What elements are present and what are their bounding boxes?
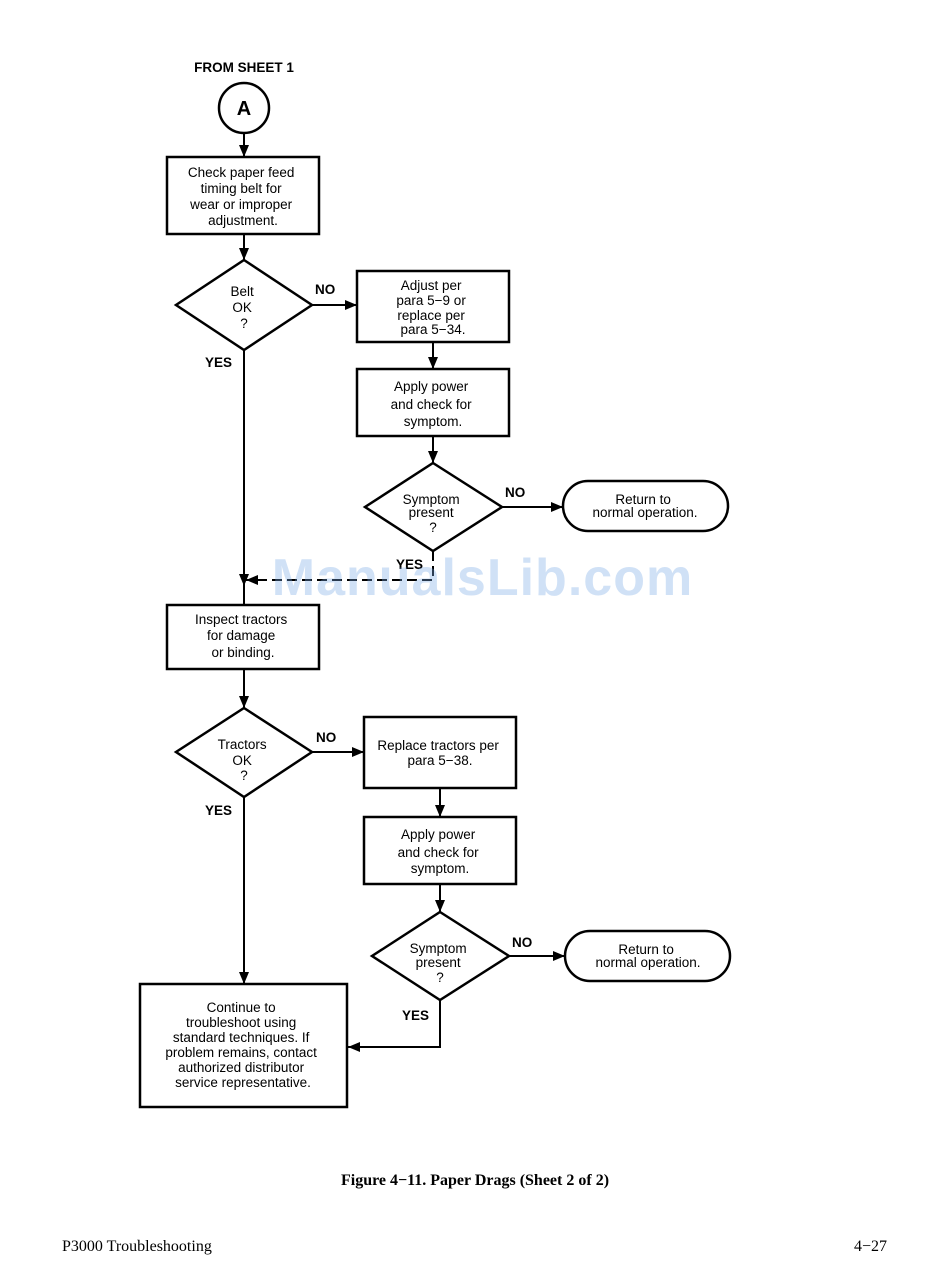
inspect-tractors-box bbox=[165, 603, 321, 671]
from-sheet-label: FROM SHEET 1 bbox=[194, 60, 294, 75]
symptom-text-2: Symptom present ? bbox=[410, 941, 471, 985]
no-label-tractors: NO bbox=[316, 730, 336, 745]
adjust-box bbox=[355, 269, 511, 344]
return-terminal-1 bbox=[561, 479, 730, 533]
belt-ok-text: Belt OK ? bbox=[230, 284, 257, 331]
return-text-1: Return to normal operation. bbox=[592, 492, 697, 520]
return-text-2: Return to normal operation. bbox=[595, 942, 700, 970]
yes-label-tractors: YES bbox=[205, 803, 232, 818]
tractors-ok-text: Tractors OK ? bbox=[218, 737, 271, 783]
apply-power-text-1: Apply power and check for symptom. bbox=[391, 379, 476, 429]
yes-label-symptom-1: YES bbox=[396, 557, 423, 572]
apply-power-box-2 bbox=[362, 815, 518, 886]
apply-power-box-1 bbox=[355, 367, 511, 438]
flow-lines bbox=[239, 133, 565, 1052]
check-belt-text: Check paper feed timing belt for wear or… bbox=[188, 165, 298, 228]
connector-letter: A bbox=[237, 98, 251, 120]
replace-tractors-box bbox=[362, 715, 518, 790]
watermark: ManualsLib.com bbox=[271, 549, 694, 607]
figure-caption: Figure 4−11. Paper Drags (Sheet 2 of 2) bbox=[340, 1172, 610, 1189]
belt-ok-decision bbox=[173, 258, 315, 352]
symptom-text-1: Symptom present ? bbox=[403, 492, 464, 535]
no-label-symptom-2: NO bbox=[512, 935, 532, 950]
symptom-decision-1 bbox=[362, 461, 505, 553]
no-label-belt: NO bbox=[315, 282, 335, 297]
continue-text: Continue to troubleshoot using standard … bbox=[165, 1000, 320, 1090]
tractors-ok-decision bbox=[173, 706, 315, 799]
adjust-text: Adjust per para 5−9 or replace per para … bbox=[396, 278, 469, 337]
no-label-symptom-1: NO bbox=[505, 485, 525, 500]
page-number: 4−27 bbox=[853, 1238, 887, 1255]
symptom-decision-2 bbox=[369, 910, 512, 1002]
continue-box bbox=[138, 982, 349, 1109]
inspect-tractors-text: Inspect tractors for damage or binding. bbox=[195, 612, 291, 660]
replace-tractors-text: Replace tractors per para 5−38. bbox=[377, 738, 502, 768]
yes-label-symptom-2: YES bbox=[402, 1008, 429, 1023]
flowchart: FROM SHEET 1 A bbox=[138, 60, 732, 1109]
apply-power-text-2: Apply power and check for symptom. bbox=[398, 827, 483, 876]
check-belt-box bbox=[165, 155, 321, 236]
footer-title: P3000 Troubleshooting bbox=[62, 1238, 212, 1255]
yes-label-belt: YES bbox=[205, 355, 232, 370]
return-terminal-2 bbox=[563, 929, 732, 983]
